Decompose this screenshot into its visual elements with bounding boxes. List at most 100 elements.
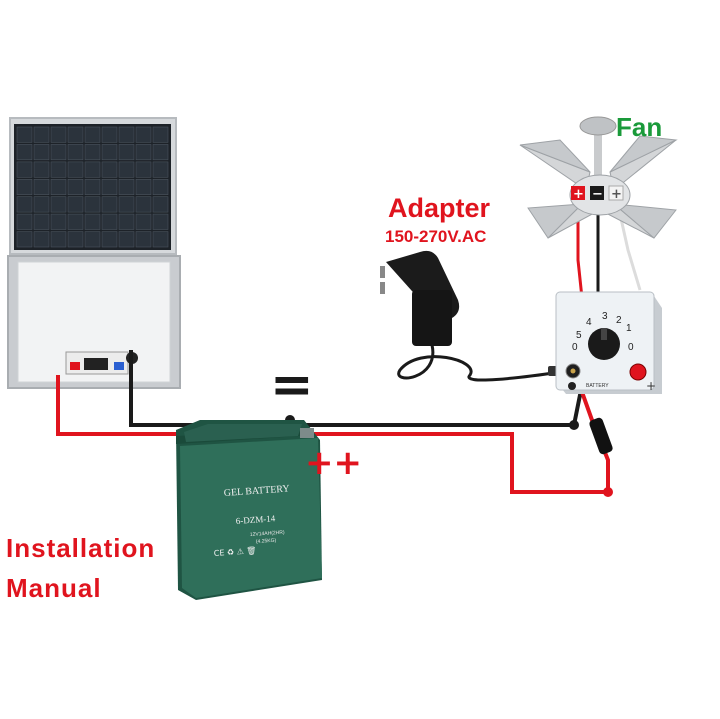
solar-panel-front: [9, 117, 177, 255]
solar-cell: [33, 179, 50, 196]
solar-cell: [84, 231, 101, 248]
battery-marks: CE ♻ ⚠ 🗑: [214, 546, 257, 558]
solar-cell: [118, 144, 135, 161]
solar-cell: [135, 213, 152, 230]
solar-cell: [84, 179, 101, 196]
solar-cell: [101, 126, 118, 143]
svg-text:−: −: [592, 187, 603, 202]
solar-cell: [152, 126, 169, 143]
solar-cell: [135, 161, 152, 178]
dial-num-1: 1: [626, 323, 632, 334]
solar-cell: [16, 161, 33, 178]
adapter: [380, 250, 460, 346]
solar-cell: [101, 196, 118, 213]
controller-battery-label: BATTERY: [586, 383, 609, 389]
negative-terminal-symbol: =: [270, 355, 314, 415]
title-manual: Manual: [6, 573, 102, 603]
solar-cell: [118, 161, 135, 178]
power-indicator-light: [629, 363, 647, 381]
fan-negative-terminal: [590, 186, 604, 200]
battery-weight: (4.25KG): [256, 538, 277, 545]
wiring: [56, 204, 642, 497]
solar-cells: [16, 126, 169, 248]
solar-cell: [50, 161, 67, 178]
solar-cell: [101, 213, 118, 230]
solar-cell: [16, 213, 33, 230]
battery-spec: 12V14AH(2HR): [250, 530, 285, 538]
fan-label: Fan: [616, 112, 663, 142]
solar-cell: [67, 196, 84, 213]
adapter-cable: [397, 344, 561, 382]
fan-neutral-terminal: [608, 185, 624, 201]
gel-battery: GEL BATTERY 6-DZM-14 12V14AH(2HR) (4.25K…: [176, 420, 322, 600]
solar-cell: [118, 196, 135, 213]
solar-cell: [152, 213, 169, 230]
adapter-voltage-label: 150-270V.AC: [385, 227, 487, 246]
solar-cell: [33, 161, 50, 178]
negative-wire: [129, 350, 584, 427]
positive-terminal-symbol: ++: [305, 443, 362, 483]
solar-cell: [16, 179, 33, 196]
controller-plus-mark: +: [646, 379, 656, 393]
solar-cell: [118, 179, 135, 196]
solar-cell: [101, 144, 118, 161]
solar-cell: [50, 179, 67, 196]
solar-cell: [16, 144, 33, 161]
solar-cell: [50, 231, 67, 248]
solar-cell: [152, 144, 169, 161]
solar-cell: [101, 161, 118, 178]
dial-num-3: 3: [602, 311, 608, 322]
adapter-label: Adapter: [388, 193, 491, 223]
solar-cell: [67, 213, 84, 230]
dial-num-0-right: 0: [628, 342, 634, 353]
solar-cell: [33, 144, 50, 161]
title-installation: Installation: [6, 533, 156, 563]
dial-num-4: 4: [586, 317, 592, 328]
solar-cell: [84, 161, 101, 178]
solar-cell: [152, 179, 169, 196]
solar-cell: [118, 213, 135, 230]
solar-cell: [50, 213, 67, 230]
solar-cell: [50, 126, 67, 143]
solar-cell: [33, 213, 50, 230]
solar-cell: [16, 196, 33, 213]
solar-cell: [152, 231, 169, 248]
solar-cell: [67, 144, 84, 161]
solar-cell: [152, 196, 169, 213]
solar-cell: [67, 161, 84, 178]
solar-cell: [118, 231, 135, 248]
solar-cell: [50, 144, 67, 161]
solar-cell: [84, 126, 101, 143]
fan-positive-terminal: [571, 186, 585, 200]
solar-cell: [84, 196, 101, 213]
solar-cell: [33, 231, 50, 248]
solar-cell: [16, 126, 33, 143]
solar-cell: [84, 213, 101, 230]
solar-cell: [50, 196, 67, 213]
solar-cell: [101, 231, 118, 248]
positive-wire: [56, 375, 608, 494]
solar-cell: [135, 126, 152, 143]
fan-controller: 5 4 3 2 1 0 0 BATTERY +: [555, 291, 662, 394]
solar-cell: [135, 231, 152, 248]
dial-num-0-left: 0: [572, 342, 578, 353]
dial-num-5: 5: [576, 330, 582, 341]
dial-num-2: 2: [616, 315, 622, 326]
battery-model: 6-DZM-14: [235, 513, 276, 526]
solar-cell: [135, 179, 152, 196]
solar-cell: [101, 179, 118, 196]
ceiling-fan: + − +: [519, 116, 678, 239]
solar-cell: [67, 231, 84, 248]
solar-cell: [33, 196, 50, 213]
speed-dial[interactable]: [588, 328, 620, 360]
solar-cell: [152, 161, 169, 178]
svg-text:+: +: [573, 187, 584, 202]
svg-text:+: +: [611, 187, 622, 202]
solar-cell: [67, 126, 84, 143]
solar-cell: [135, 144, 152, 161]
battery-brand: GEL BATTERY: [223, 483, 290, 499]
solar-cell: [16, 231, 33, 248]
solar-cell: [118, 126, 135, 143]
solar-cell: [84, 144, 101, 161]
